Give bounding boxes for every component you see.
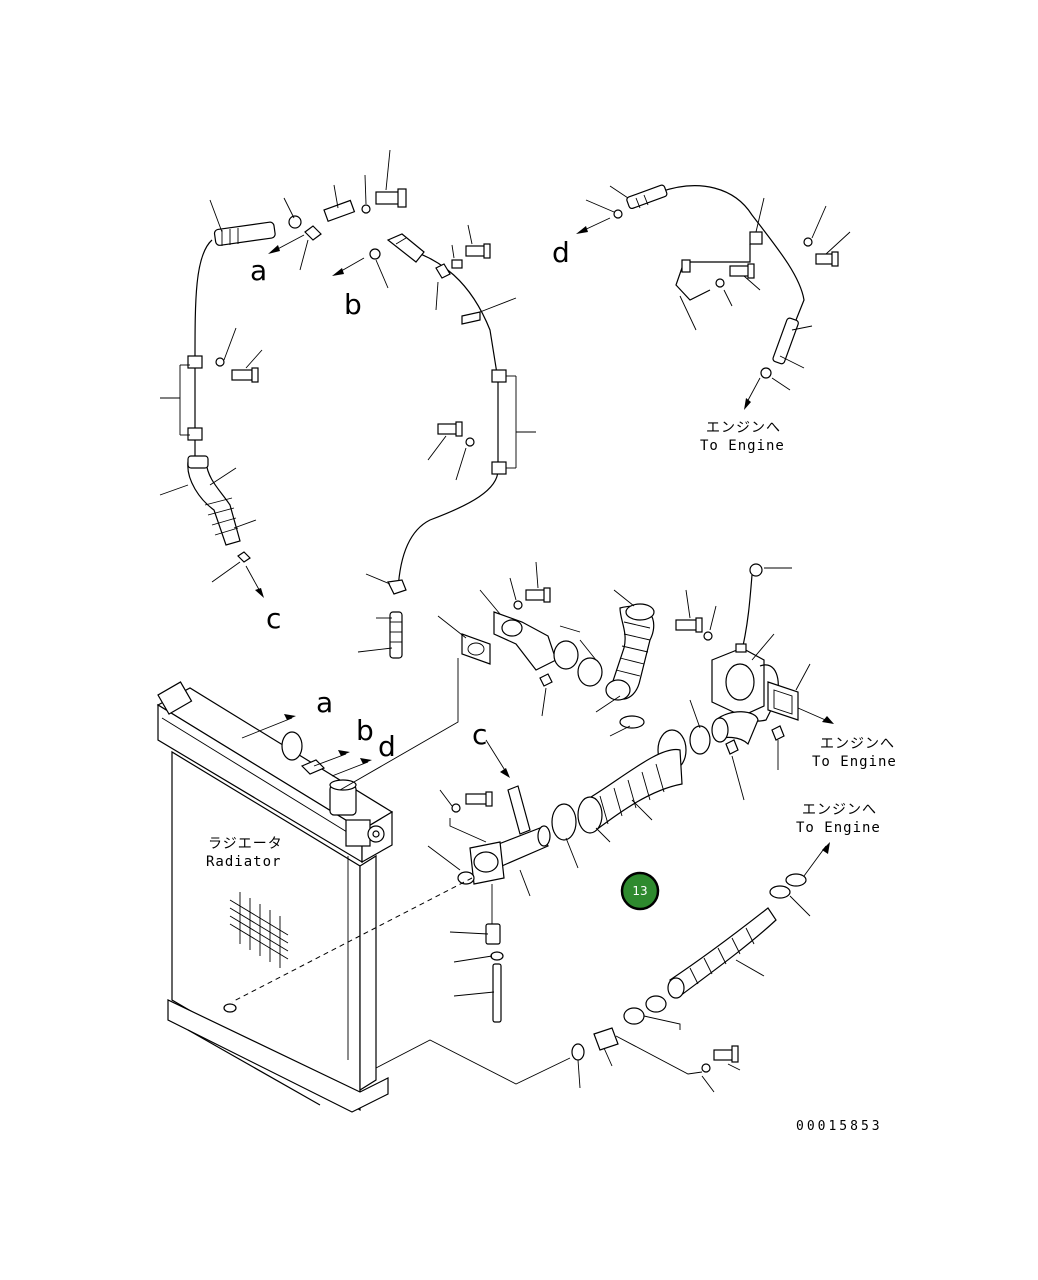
- center-pipe-assembly: [437, 561, 655, 737]
- connector-letter-a-radiator: a: [316, 686, 333, 719]
- connector-letter-b-top: b: [344, 288, 362, 321]
- connector-letter-b-radiator: b: [356, 714, 374, 747]
- to-engine-jp-label-2: エンジンへ: [820, 736, 895, 752]
- upper-right-hose-assembly: d エンジンへ To Engine: [552, 184, 851, 454]
- lower-drain-assembly: エンジンへ To Engine: [223, 802, 881, 1093]
- engine-connection-assembly: エンジンへ To Engine: [675, 563, 897, 801]
- radiator-en-label: Radiator: [206, 854, 281, 870]
- connector-letter-d-radiator: d: [378, 730, 396, 763]
- to-engine-en-label-2: To Engine: [812, 754, 897, 770]
- connector-letter-d-top: d: [552, 236, 570, 269]
- to-engine-jp-label-1: エンジンへ: [706, 420, 781, 436]
- drawing-number: 00015853: [796, 1119, 883, 1134]
- to-engine-en-label-1: To Engine: [700, 438, 785, 454]
- connector-letter-a: a: [250, 254, 267, 287]
- radiator-jp-label: ラジエータ: [208, 836, 283, 852]
- to-engine-en-label-3: To Engine: [796, 820, 881, 836]
- radiator-core-grid: [229, 892, 289, 968]
- connector-letter-c-top: c: [266, 602, 281, 635]
- middle-hose-assembly: [551, 729, 687, 869]
- bypass-pipe-assembly: c: [427, 718, 551, 1023]
- upper-center-hose-assembly: b: [332, 224, 536, 659]
- callout-badge-number: 13: [632, 884, 647, 898]
- connector-letter-c-bottom: c: [472, 718, 487, 751]
- radiator: ラジエータ Radiator a b d: [156, 658, 459, 1113]
- callout-badge[interactable]: 13: [620, 871, 660, 911]
- to-engine-jp-label-3: エンジンへ: [802, 802, 877, 818]
- hose-fitting: [213, 221, 276, 246]
- upper-left-hose-assembly: a c: [159, 149, 407, 635]
